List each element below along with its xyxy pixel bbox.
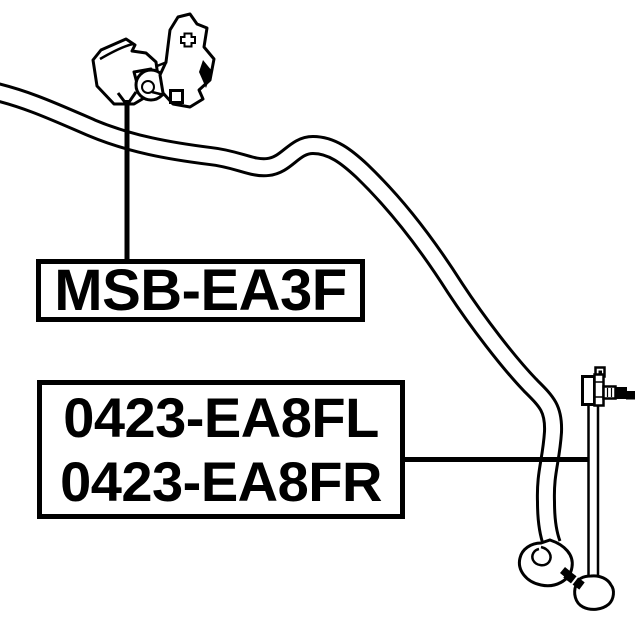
- link-top-stud-thread-ticks: [606, 388, 613, 397]
- sway-bar-end-curl: [517, 538, 574, 588]
- part-code-link-fl: 0423-EA8FL: [63, 385, 379, 449]
- bracket-connector-lines: [151, 60, 168, 97]
- link-top-housing-ticks: [595, 381, 603, 398]
- sway-bar-end-curl-spiral: [531, 545, 552, 567]
- sway-bar-tube-inner: [0, 85, 561, 547]
- link-rod: [587, 402, 600, 581]
- sway-bar-drawing: [0, 82, 574, 588]
- bracket-square-hole: [169, 89, 184, 104]
- link-top-stud-thread: [602, 385, 617, 400]
- bracket-left-inner-edge: [99, 42, 134, 61]
- part-label-box-bushing: MSB-EA3F: [36, 258, 365, 323]
- bracket-cross-hole: [180, 32, 196, 48]
- link-top-cap-dot: [598, 370, 602, 374]
- link-top-housing: [593, 373, 605, 407]
- stabilizer-link-drawing: [560, 366, 635, 611]
- part-code-bushing: MSB-EA3F: [54, 258, 347, 323]
- part-code-link-fr: 0423-EA8FR: [60, 449, 382, 513]
- bushing-bracket-drawing: [91, 12, 216, 109]
- link-bottom-boot: [573, 574, 615, 611]
- link-top-plate: [581, 375, 596, 406]
- link-top-stud-tip: [626, 391, 635, 400]
- bushing-ring-bore: [141, 80, 155, 94]
- bracket-right-plate: [158, 12, 216, 109]
- bracket-shaded-edge: [199, 60, 212, 88]
- link-bottom-stud-thread-tick: [570, 575, 579, 586]
- link-bottom-stud-nut: [560, 567, 571, 578]
- part-label-box-link: 0423-EA8FL 0423-EA8FR: [37, 380, 405, 519]
- link-top-stud-shank: [615, 387, 627, 399]
